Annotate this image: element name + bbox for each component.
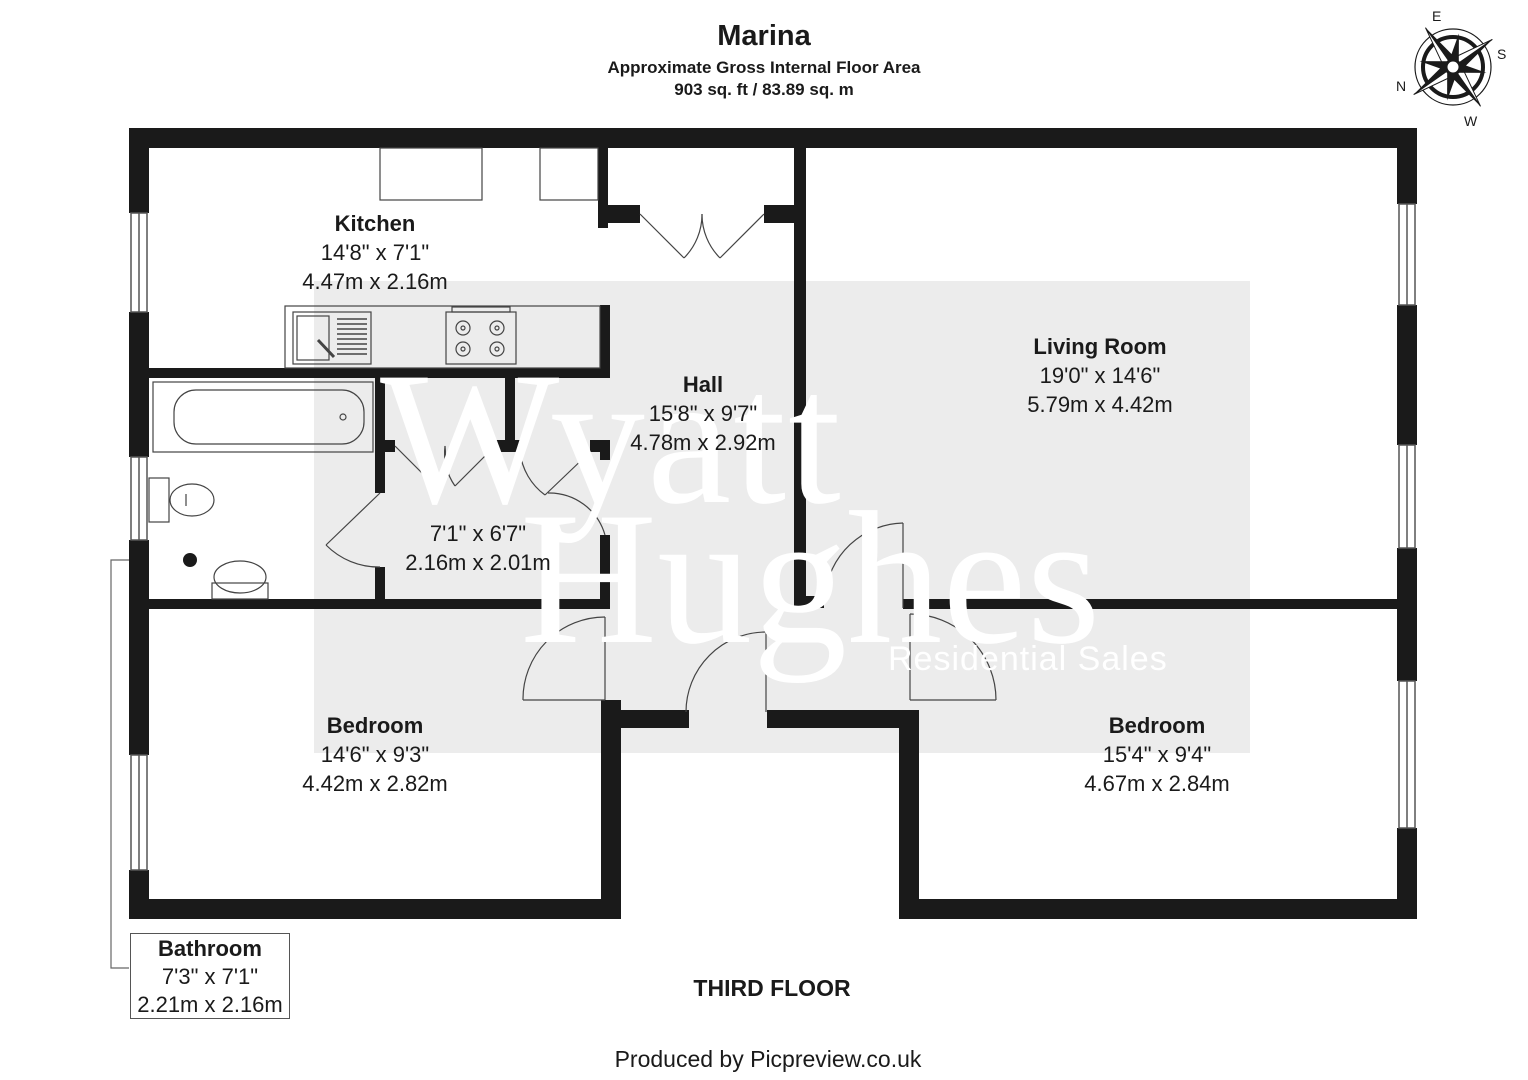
room-metric: 5.79m x 4.42m <box>1027 392 1173 417</box>
compass-rose-icon <box>1413 27 1493 107</box>
doors <box>110 213 997 969</box>
room-hall: Hall 15'8" x 9'7" 4.78m x 2.92m <box>578 370 828 457</box>
room-metric: 4.67m x 2.84m <box>1084 771 1230 796</box>
room-imperial: 7'1" x 6'7" <box>429 521 527 546</box>
room-name: Living Room <box>1033 334 1167 359</box>
room-metric: 2.21m x 2.16m <box>137 992 283 1017</box>
boiler-marker <box>183 553 197 567</box>
area-subtitle: Approximate Gross Internal Floor Area <box>607 58 921 77</box>
room-name: Bedroom <box>1108 713 1206 738</box>
compass-east-label: E <box>1432 8 1442 24</box>
room-imperial: 14'6" x 9'3" <box>320 742 430 767</box>
room-name: Hall <box>682 372 724 397</box>
watermark-line1: Wyatt <box>380 334 843 544</box>
floor-label: THIRD FLOOR <box>693 975 851 1001</box>
room-imperial: 19'0" x 14'6" <box>1039 363 1161 388</box>
watermark-panel <box>314 281 1250 753</box>
area-value: 903 sq. ft / 83.89 sq. m <box>674 80 854 99</box>
room-name: Bathroom <box>158 936 262 961</box>
producer-credit: Produced by Picpreview.co.uk <box>614 1046 922 1072</box>
room-imperial: 7'3" x 7'1" <box>161 964 259 989</box>
room-metric: 2.16m x 2.01m <box>405 550 551 575</box>
room-metric: 4.42m x 2.82m <box>302 771 448 796</box>
room-store: 7'1" x 6'7" 2.16m x 2.01m <box>353 519 603 577</box>
fixtures <box>148 147 601 600</box>
room-name: Bedroom <box>326 713 424 738</box>
room-bedroom-2: Bedroom 15'4" x 9'4" 4.67m x 2.84m <box>1032 711 1282 798</box>
room-bedroom-1: Bedroom 14'6" x 9'3" 4.42m x 2.82m <box>250 711 500 798</box>
room-metric: 4.78m x 2.92m <box>630 430 776 455</box>
compass-south-label: S <box>1497 46 1507 62</box>
watermark-line3: Residential Sales <box>888 640 1168 678</box>
room-imperial: 15'8" x 9'7" <box>648 401 758 426</box>
room-kitchen: Kitchen 14'8" x 7'1" 4.47m x 2.16m <box>250 209 500 296</box>
walls <box>129 128 1417 919</box>
property-title: Marina <box>717 20 811 52</box>
room-imperial: 15'4" x 9'4" <box>1102 742 1212 767</box>
room-name: Kitchen <box>334 211 416 236</box>
room-living: Living Room 19'0" x 14'6" 5.79m x 4.42m <box>975 332 1225 419</box>
compass-west-label: W <box>1464 113 1478 129</box>
room-metric: 4.47m x 2.16m <box>302 269 448 294</box>
watermark-line2: Hughes <box>520 474 1101 684</box>
windows <box>130 203 1416 871</box>
compass-north-label: N <box>1396 78 1407 94</box>
room-imperial: 14'8" x 7'1" <box>320 240 430 265</box>
room-bathroom: Bathroom 7'3" x 7'1" 2.21m x 2.16m <box>130 933 290 1019</box>
